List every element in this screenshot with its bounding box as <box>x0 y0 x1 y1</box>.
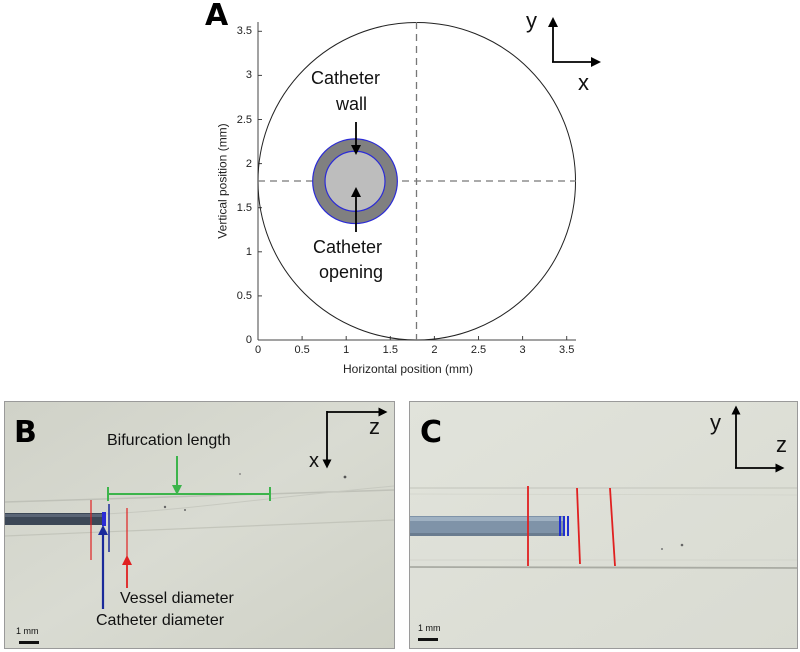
panel-a-axis-indicator <box>548 17 601 67</box>
panel-c-scale-label: 1 mm <box>418 623 441 633</box>
y-tick-label: 3 <box>245 69 252 82</box>
catheter-opening <box>324 150 386 212</box>
panel-a-axis-y-label: y <box>526 8 537 33</box>
panel-c-axis-y-label: y <box>710 410 721 435</box>
panel-a-axis-x-label: x <box>578 70 589 95</box>
y-tick-label: 2 <box>245 157 252 170</box>
vessel-diameter-label: Vessel diameter <box>120 590 234 607</box>
panel-b-axis-x-label: x <box>309 450 319 472</box>
x-axis-label: Horizontal position (mm) <box>343 362 474 376</box>
y-tick-label: 2.5 <box>236 113 252 126</box>
panel-b-photo <box>4 401 395 649</box>
y-tick-label: 1 <box>245 245 252 258</box>
wall-annotation-line2: wall <box>336 94 368 114</box>
bifurcation-bracket <box>107 456 271 501</box>
panel-c-axis-indicator <box>731 405 785 473</box>
panel-c-scale-bar <box>418 638 438 641</box>
panel-a-plot <box>257 17 601 341</box>
panel-b-letter: B <box>14 415 37 450</box>
x-tick-label: 2.5 <box>470 344 487 356</box>
y-tick-label: 0.5 <box>236 289 252 302</box>
y-tick-label: 0 <box>245 334 252 346</box>
x-tick-label: 1.5 <box>382 344 398 356</box>
panel-c-scene <box>410 402 797 648</box>
y-tick-label: 3.5 <box>236 25 252 38</box>
panel-b-axis-indicator <box>322 407 388 469</box>
y-tick-label: 1.5 <box>236 201 252 214</box>
panel-c-marker-2 <box>576 487 581 565</box>
bifurcation-length-label: Bifurcation length <box>107 432 231 449</box>
panel-b-scene <box>5 402 394 648</box>
panel-c-marker-3 <box>609 487 616 567</box>
panel-c-catheter-tip <box>559 516 569 536</box>
panel-b-axis-z-label: z <box>369 414 380 439</box>
panel-c-photo <box>409 401 798 649</box>
catheter-diameter-label: Catheter diameter <box>96 612 225 629</box>
x-tick-label: 0 <box>254 344 262 356</box>
opening-annotation-line1: Catheter <box>313 237 383 257</box>
panel-b-scale-label: 1 mm <box>16 626 39 636</box>
panel-c-axis-z-label: z <box>776 432 787 457</box>
x-tick-label: 0.5 <box>294 344 310 356</box>
x-tick-label: 1 <box>343 344 350 356</box>
wall-annotation-line1: Catheter <box>311 68 381 88</box>
panel-a-letter: A <box>205 0 229 33</box>
x-tick-label: 3 <box>519 344 526 356</box>
opening-annotation-line2: opening <box>319 262 384 282</box>
x-tick-label: 3.5 <box>559 344 575 356</box>
panel-b-scale-bar <box>19 641 39 644</box>
panel-c-letter: C <box>420 415 443 450</box>
y-axis-label: Vertical position (mm) <box>215 123 230 239</box>
x-tick-label: 2 <box>431 344 438 356</box>
